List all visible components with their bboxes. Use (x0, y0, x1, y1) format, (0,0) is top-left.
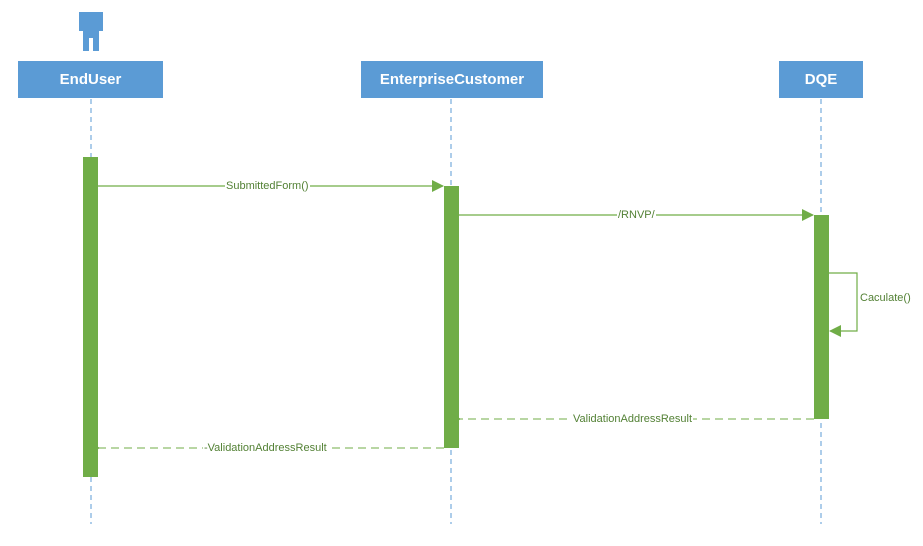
activation-bar-enduser (83, 157, 98, 477)
message-label-submittedform: SubmittedForm() (225, 180, 310, 192)
message-label-return-enterprisecustomer: -ValidationAddressResult (203, 442, 328, 454)
user-figure-icon (79, 12, 103, 51)
lifeline-head-enduser: EndUser (18, 61, 163, 98)
lifeline-head-dqe: DQE (779, 61, 863, 98)
message-label-rnvp: /RNVP/ (617, 209, 656, 221)
activation-bar-dqe (814, 215, 829, 419)
lifeline-label-dqe: DQE (804, 71, 838, 88)
message-label-caculate: Caculate() (859, 292, 912, 304)
activation-bar-enterprisecustomer (444, 186, 459, 448)
message-arrow-caculate (829, 272, 858, 337)
lifeline-label-enduser: EndUser (59, 71, 122, 88)
message-label-return-dqe: ValidationAddressResult (572, 413, 694, 425)
lifeline-head-enterprisecustomer: EnterpriseCustomer (361, 61, 543, 98)
lifeline-label-enterprisecustomer: EnterpriseCustomer (379, 71, 525, 88)
